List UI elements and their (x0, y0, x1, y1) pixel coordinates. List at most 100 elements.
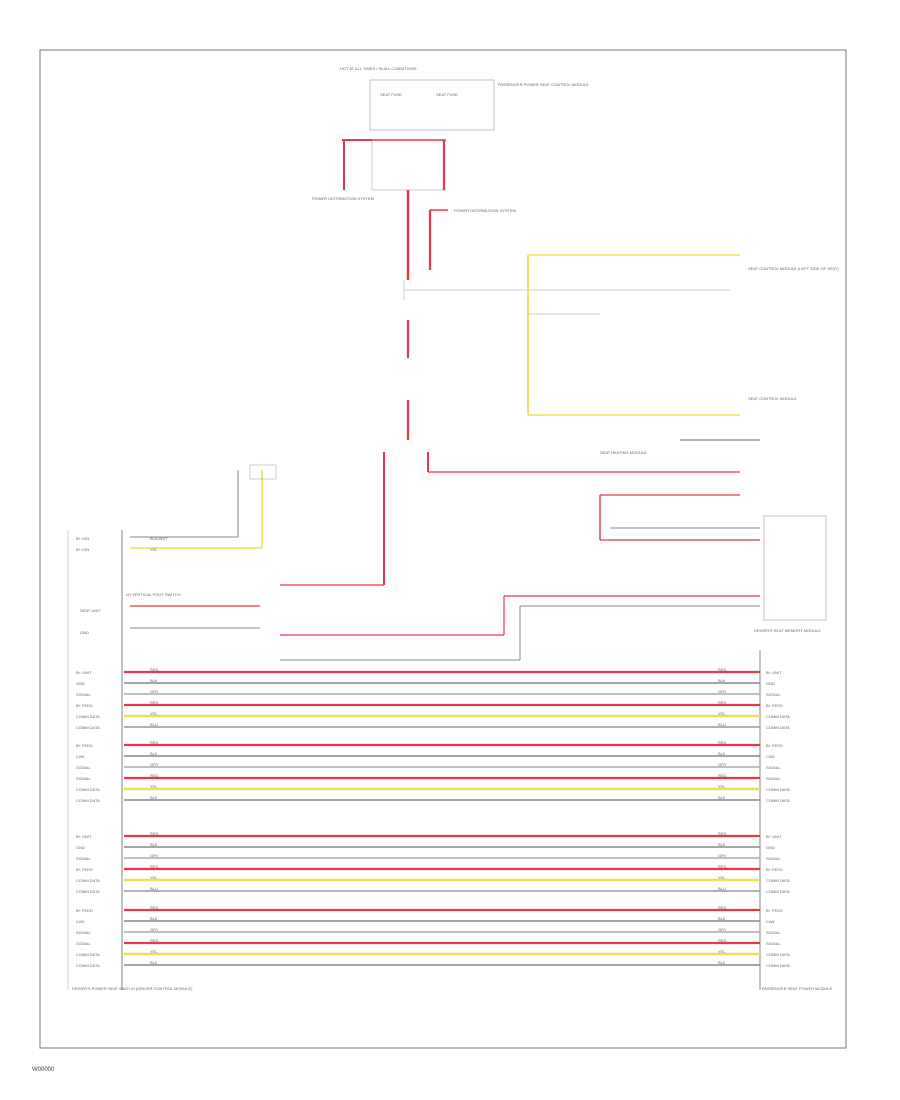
bottom-right-label: PASSENGER SEAT POWER MODULE (762, 986, 833, 991)
wire-color-left: RED (150, 938, 159, 943)
wire-color-left: RED (150, 667, 159, 672)
wire-name-right: COMM DATA (766, 889, 790, 894)
wire-name-right: GND (766, 845, 775, 850)
wire-color-left: YEL (150, 784, 158, 789)
box-right-label: DRIVER'S SEAT MEMORY MODULE (754, 628, 821, 633)
wire-name-right: COMM DATA (766, 787, 790, 792)
wire-color-right: GRY (718, 762, 727, 767)
wire-name-left: COMM DATA (76, 714, 100, 719)
wire-color-right: GRY (718, 689, 727, 694)
wire-name-right: COMM DATA (766, 963, 790, 968)
footer-code: W00000 (32, 1067, 55, 1073)
wire-group-g2: B+ FEED RED RED B+ FEED CAN BLK BLK CAN SIGNAL GR… (76, 740, 790, 803)
mid-pin-3-name: GND (80, 630, 89, 635)
top-block-title: HOT AT ALL TIMES / IN ALL CONDITIONS (340, 66, 417, 71)
wire-name-right: COMM DATA (766, 714, 790, 719)
wire-color-right: GRY (718, 853, 727, 858)
wire-name-right: B+ FEED (766, 867, 783, 872)
wire-name-left: CAN (76, 754, 85, 759)
yellow-wire-right: SEAT CONTROL MODULE (LEFT SIDE OF SEAT) … (527, 254, 839, 455)
wire-name-left: CAN (76, 919, 85, 924)
wire-color-left: YEL (150, 711, 158, 716)
wire-group-g4: B+ FEED RED RED B+ FEED CAN BLK BLK CAN SIGNAL GR… (76, 905, 790, 968)
wire-name-left: SIGNAL (76, 930, 91, 935)
main-trunk: POWER DISTRIBUTION SYSTEM (280, 190, 740, 586)
wire-name-right: SIGNAL (766, 856, 781, 861)
wire-color-right: BLK (718, 795, 726, 800)
wire-name-left: COMM DATA (76, 725, 100, 730)
mid-pin-1-name: LH VERTICAL FOOT SWITCH (126, 592, 181, 597)
wire-color-left: RED (150, 831, 159, 836)
wire-color-right: RED (718, 700, 727, 705)
wire-name-right: B+ FEED (766, 908, 783, 913)
wire-color-right: YEL (718, 875, 726, 880)
pin-2-color: YEL (150, 547, 158, 552)
wire-color-right: BLU (718, 722, 726, 727)
wire-name-right: B+ UNIT (766, 670, 782, 675)
wire-color-left: GRY (150, 927, 159, 932)
wire-name-right: COMM DATA (766, 725, 790, 730)
right-red-wires: DRIVER'S SEAT MEMORY MODULE (280, 494, 827, 661)
wire-name-right: B+ FEED (766, 743, 783, 748)
wire-name-right: SIGNAL (766, 692, 781, 697)
wire-color-right: RED (718, 740, 727, 745)
left-connector: B+ IGN BLK/WHT B+ IGN YEL LH VERTICAL FO… (67, 530, 260, 991)
top-fuse-block: HOT AT ALL TIMES / IN ALL CONDITIONS SEA… (312, 66, 589, 201)
wire-color-right: BLK (718, 960, 726, 965)
wire-color-right: BLU (718, 886, 726, 891)
pin-1-name: B+ IGN (76, 536, 89, 541)
wire-color-left: RED (150, 740, 159, 745)
wire-color-left: BLK (150, 795, 158, 800)
wire-name-right: SIGNAL (766, 765, 781, 770)
wire-color-right: BLK (718, 751, 726, 756)
wire-name-left: SIGNAL (76, 776, 91, 781)
wire-name-left: SIGNAL (76, 856, 91, 861)
wire-color-left: BLK (150, 842, 158, 847)
top-right-a-label: SEAT CONTROL MODULE (LEFT SIDE OF SEAT) (748, 266, 839, 271)
wire-color-left: GRY (150, 762, 159, 767)
wire-color-right: RED (718, 773, 727, 778)
wire-color-left: BLK (150, 916, 158, 921)
wire-name-right: CAN (766, 919, 775, 924)
wire-name-left: COMM DATA (76, 952, 100, 957)
wire-name-left: COMM DATA (76, 889, 100, 894)
wire-color-right: RED (718, 667, 727, 672)
wire-color-left: BLK (150, 751, 158, 756)
wire-name-left: B+ UNIT (76, 834, 92, 839)
top-right-b-label: SEAT HEATING MODULE (600, 450, 647, 455)
pin-2-name: B+ IGN (76, 547, 89, 552)
side-note-label: PASSENGER POWER SEAT CONTROL MODULE (498, 82, 589, 87)
wire-color-left: BLK (150, 678, 158, 683)
fuse-right-label: SEAT FUSE (436, 92, 458, 97)
wire-name-right: CAN (766, 754, 775, 759)
left-connector-label: DRIVER'S POWER SEAT SWITCH (DRIVER CONTR… (72, 986, 193, 991)
wire-color-right: RED (718, 831, 727, 836)
wire-color-left: RED (150, 905, 159, 910)
wire-color-right: YEL (718, 949, 726, 954)
wire-name-left: COMM DATA (76, 787, 100, 792)
wire-color-left: RED (150, 700, 159, 705)
wire-color-left: BLK (150, 960, 158, 965)
fuse-left-label: SEAT FUSE (380, 92, 402, 97)
right-connector: PASSENGER SEAT POWER MODULE (759, 650, 833, 991)
right-ref-label: POWER DISTRIBUTION SYSTEM (454, 208, 516, 213)
wire-name-right: COMM DATA (766, 798, 790, 803)
wire-name-left: COMM DATA (76, 798, 100, 803)
left-ref-label: POWER DISTRIBUTION SYSTEM (312, 196, 374, 201)
wire-name-right: SIGNAL (766, 776, 781, 781)
wire-color-right: RED (718, 905, 727, 910)
wire-color-right: GRY (718, 927, 727, 932)
wire-name-right: SIGNAL (766, 930, 781, 935)
wire-color-right: BLK (718, 916, 726, 921)
wire-color-right: RED (718, 938, 727, 943)
wire-color-left: RED (150, 864, 159, 869)
wire-name-left: B+ FEED (76, 908, 93, 913)
wire-color-left: BLU (150, 722, 158, 727)
wire-color-left: GRY (150, 689, 159, 694)
left-ground-block (130, 464, 277, 549)
wire-name-left: B+ FEED (76, 743, 93, 748)
diagram-frame (39, 49, 847, 1049)
